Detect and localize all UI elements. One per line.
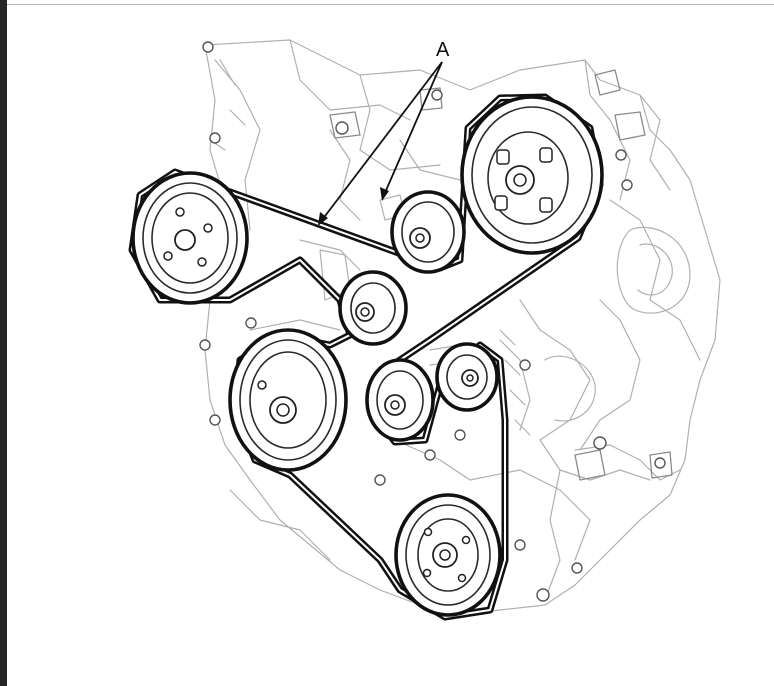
- engine-block-sketch: [204, 39, 721, 616]
- callout-label: A: [436, 39, 450, 61]
- crankshaft-pulley: [394, 493, 502, 617]
- top-rule: [7, 4, 774, 5]
- bolt: [519, 359, 531, 371]
- bolt: [199, 339, 211, 351]
- callout-leader-line: [383, 61, 443, 196]
- idler-pulley-lower: [365, 358, 435, 442]
- bolt: [374, 474, 386, 486]
- power-steering-pulley: [131, 171, 249, 305]
- bolt: [571, 562, 583, 574]
- bolt: [431, 89, 443, 101]
- tensioner-pulley: [338, 270, 408, 346]
- bolt: [209, 132, 221, 144]
- arrowhead: [380, 187, 389, 201]
- bolt: [245, 317, 257, 329]
- alternator-pulley: [435, 342, 499, 412]
- callout-a: A: [318, 39, 450, 226]
- bolt: [621, 179, 633, 191]
- bolt: [202, 41, 214, 53]
- bolt: [335, 121, 349, 135]
- left-border: [0, 0, 7, 686]
- ac-compressor-pulley: [228, 328, 348, 472]
- callout-leader-line: [321, 61, 443, 221]
- bolt: [615, 149, 627, 161]
- bolt: [593, 436, 607, 450]
- bolt: [654, 457, 666, 469]
- water-pump-pulley: [460, 95, 604, 255]
- idler-pulley-upper: [390, 190, 466, 274]
- bolt: [454, 429, 466, 441]
- bolt: [424, 449, 436, 461]
- bolt: [514, 539, 526, 551]
- bolt: [536, 588, 550, 602]
- bolt: [209, 414, 221, 426]
- arrowhead: [318, 212, 328, 226]
